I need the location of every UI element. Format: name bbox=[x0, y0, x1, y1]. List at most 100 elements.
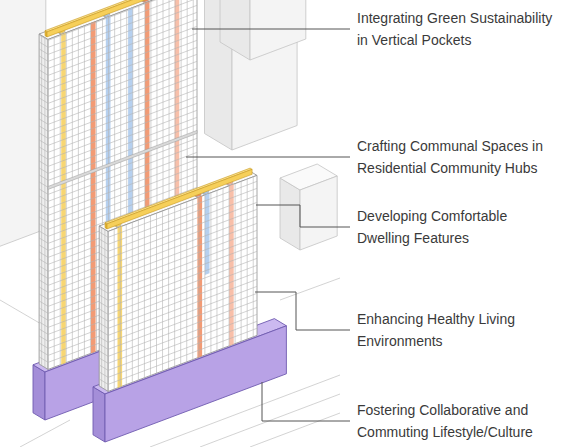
facade-grid bbox=[241, 181, 242, 341]
facade-grid bbox=[90, 23, 91, 353]
facade-grid bbox=[120, 227, 121, 387]
facade-grid bbox=[108, 307, 257, 363]
facade-grid bbox=[108, 321, 257, 377]
facade-grid bbox=[39, 245, 48, 250]
facade-grid bbox=[108, 300, 257, 356]
facade-grid bbox=[108, 314, 257, 370]
facade-grid bbox=[99, 337, 108, 342]
leader-line bbox=[255, 292, 350, 330]
facade-grid bbox=[39, 70, 48, 75]
facade-grid bbox=[99, 302, 108, 307]
roof-ridge-top bbox=[105, 168, 252, 224]
facade-grid bbox=[39, 161, 48, 166]
facade-grid bbox=[253, 177, 254, 337]
facade-grid bbox=[54, 37, 55, 367]
facade-grid bbox=[198, 197, 199, 357]
facade-grid bbox=[108, 181, 257, 237]
facade-grid bbox=[144, 218, 145, 378]
facade-grid bbox=[99, 323, 108, 328]
leader-line bbox=[186, 157, 350, 158]
facade-grid bbox=[39, 315, 48, 320]
facade-grid bbox=[223, 188, 224, 348]
facade-grid bbox=[229, 186, 230, 346]
facade-grid bbox=[108, 230, 257, 286]
context-block-front bbox=[250, 0, 306, 60]
facade-grid bbox=[39, 231, 48, 236]
facade-grid bbox=[48, 12, 197, 68]
facade-grid bbox=[216, 190, 217, 350]
facade-grid bbox=[39, 98, 48, 103]
facade-grid bbox=[39, 49, 48, 54]
facade-grid bbox=[39, 294, 48, 299]
facade-grid bbox=[39, 308, 48, 313]
facade-grid bbox=[108, 223, 257, 279]
facade-grid bbox=[39, 336, 48, 341]
facade-stripe bbox=[197, 196, 202, 358]
facade-grid bbox=[39, 189, 48, 194]
facade-grid bbox=[99, 379, 108, 384]
facade-grid bbox=[99, 330, 108, 335]
facade-grid bbox=[39, 238, 48, 243]
facade-grid bbox=[48, 75, 197, 131]
tower-front bbox=[108, 175, 257, 391]
facade-grid bbox=[48, 96, 197, 152]
floor-break bbox=[48, 130, 197, 189]
facade-grid bbox=[39, 126, 48, 131]
facade-stripe bbox=[118, 226, 123, 388]
facade-grid bbox=[108, 258, 257, 314]
facade-grid bbox=[39, 301, 48, 306]
context-block-end bbox=[280, 178, 300, 250]
facade-grid bbox=[60, 35, 61, 365]
leader-line bbox=[192, 29, 350, 30]
facade-grid bbox=[48, 110, 197, 166]
facade-grid bbox=[48, 103, 197, 159]
facade-grid bbox=[48, 33, 197, 89]
facade-grid bbox=[99, 358, 108, 363]
facade-grid bbox=[99, 295, 108, 300]
facade-grid bbox=[39, 224, 48, 229]
facade-grid bbox=[126, 225, 127, 385]
facade-grid bbox=[150, 215, 151, 375]
facade-grid bbox=[108, 202, 257, 258]
facade-grid bbox=[204, 195, 205, 355]
facade-grid bbox=[108, 237, 257, 293]
facade-grid bbox=[99, 351, 108, 356]
facade-grid bbox=[39, 343, 48, 348]
facade-grid bbox=[48, 89, 197, 145]
facade-grid bbox=[39, 105, 48, 110]
facade-grid bbox=[108, 272, 257, 328]
facade-grid bbox=[99, 316, 108, 321]
facade-grid bbox=[39, 287, 48, 292]
facade-grid bbox=[99, 267, 108, 272]
roof-ridge-front bbox=[47, 0, 192, 37]
facade-grid bbox=[108, 293, 257, 349]
facade-grid bbox=[186, 202, 187, 362]
facade-grid bbox=[235, 184, 236, 344]
facade-grid bbox=[99, 309, 108, 314]
context-block-end bbox=[220, 0, 250, 60]
facade-grid bbox=[39, 273, 48, 278]
facade-grid bbox=[48, 54, 197, 110]
facade-grid bbox=[48, 117, 197, 173]
facade-grid bbox=[66, 33, 67, 363]
facade-grid bbox=[39, 84, 48, 89]
facade-grid bbox=[39, 119, 48, 124]
facade-grid bbox=[39, 147, 48, 152]
facade-grid bbox=[104, 229, 105, 389]
facade-grid bbox=[210, 193, 211, 353]
facade-grid bbox=[108, 195, 257, 251]
facade-grid bbox=[99, 260, 108, 265]
facade-grid bbox=[99, 365, 108, 370]
facade-grid bbox=[39, 350, 48, 355]
facade-grid bbox=[48, 40, 197, 96]
facade-grid bbox=[39, 91, 48, 96]
facade-grid bbox=[48, 5, 197, 61]
facade-grid bbox=[99, 288, 108, 293]
facade-grid bbox=[101, 227, 102, 387]
facade-grid bbox=[114, 229, 115, 389]
facade-grid bbox=[78, 28, 79, 358]
facade-grid bbox=[99, 232, 108, 237]
facade-grid bbox=[39, 259, 48, 264]
facade-grid bbox=[39, 252, 48, 257]
facade-grid bbox=[39, 182, 48, 187]
